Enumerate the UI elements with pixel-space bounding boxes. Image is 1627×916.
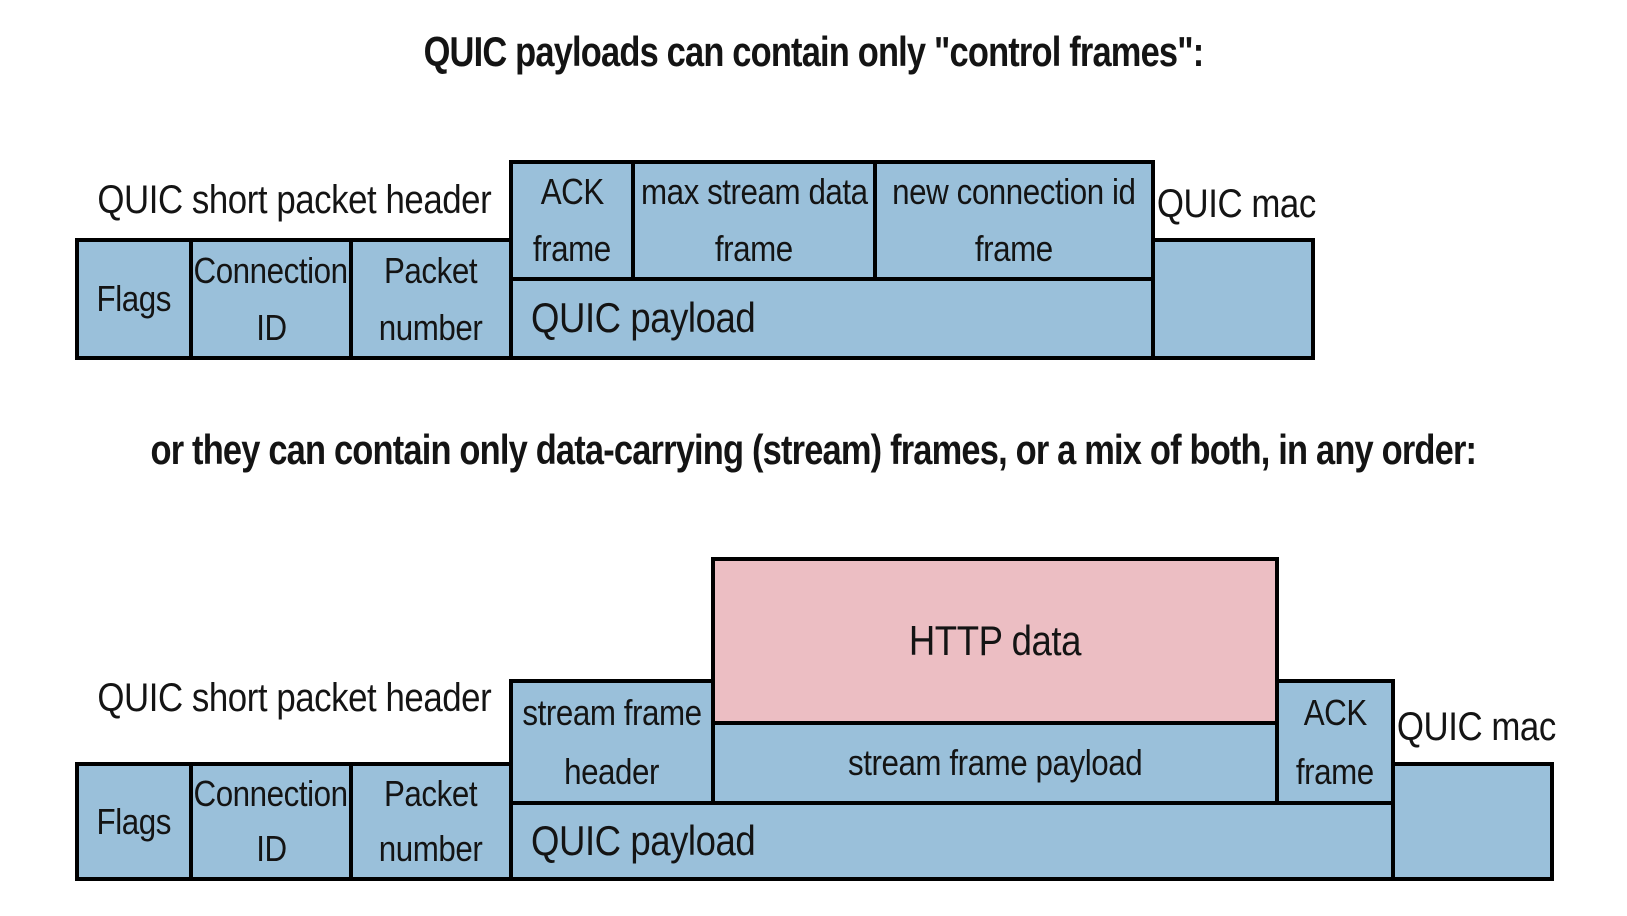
- control-ack-frame-box: ACK frame: [509, 160, 635, 281]
- stream-flags-cell: Flags: [75, 762, 193, 881]
- stream-frames-title: or they can contain only data-carrying (…: [0, 424, 1627, 476]
- stream-quic-payload-bar: QUIC payload: [509, 801, 1395, 881]
- stream-connection-id-cell: Connection ID: [189, 762, 353, 881]
- control-quic-mac-label: QUIC mac: [1156, 181, 1316, 226]
- control-frames-title-text: QUIC payloads can contain only "control …: [423, 28, 1205, 75]
- stream-packet-header-label: QUIC short packet header: [97, 675, 491, 720]
- stream-quic-mac-box: [1391, 762, 1554, 881]
- control-quic-mac-box: [1151, 238, 1315, 360]
- control-packet-header-label: QUIC short packet header: [97, 177, 491, 222]
- control-frames-title: QUIC payloads can contain only "control …: [0, 26, 1627, 78]
- http-data-box: HTTP data: [711, 557, 1279, 725]
- stream-frame-payload-box: stream frame payload: [711, 721, 1279, 805]
- stream-frames-title-text: or they can contain only data-carrying (…: [150, 426, 1478, 473]
- control-quic-payload-bar: QUIC payload: [509, 277, 1155, 360]
- control-new-connection-id-frame-box: new connection id frame: [873, 160, 1155, 281]
- stream-frame-header-box: stream frame header: [509, 679, 715, 805]
- control-max-stream-data-frame-box: max stream data frame: [631, 160, 877, 281]
- stream-ack-frame-box: ACK frame: [1275, 679, 1395, 805]
- stream-packet-number-cell: Packet number: [349, 762, 513, 881]
- stream-quic-mac-label: QUIC mac: [1396, 704, 1556, 749]
- control-flags-cell: Flags: [75, 238, 193, 360]
- control-packet-number-cell: Packet number: [349, 238, 513, 360]
- control-connection-id-cell: Connection ID: [189, 238, 353, 360]
